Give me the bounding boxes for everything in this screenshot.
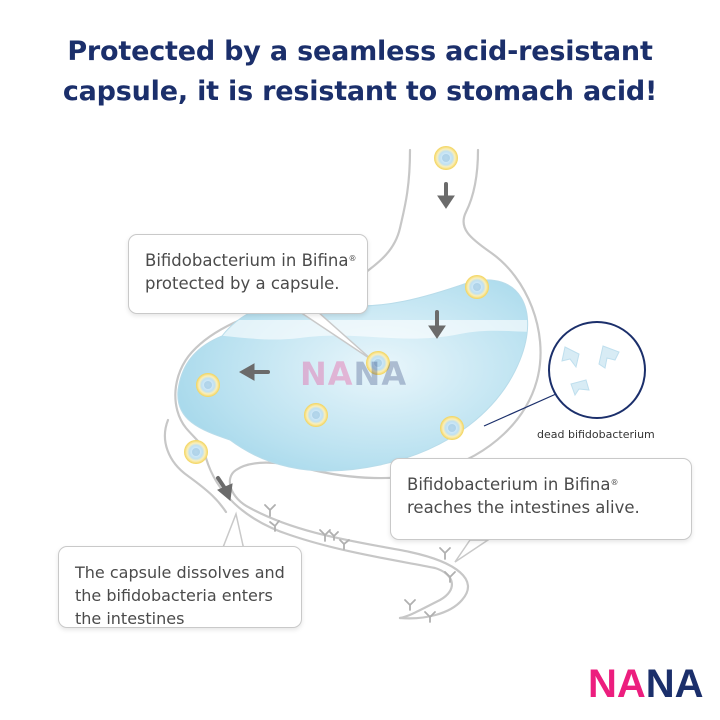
capsule-icon: [196, 373, 220, 397]
flow-arrows: [216, 182, 455, 501]
callout-capsule-protection: Bifidobacterium in Bifina® protected by …: [128, 234, 368, 314]
bacteria: [264, 504, 456, 623]
down-arrow-icon: [216, 476, 233, 501]
dead-bifidobacterium-label: dead bifidobacterium: [537, 428, 655, 441]
capsule-icon: [304, 403, 328, 427]
capsule-icon: [440, 416, 464, 440]
headline-line-2: capsule, it is resistant to stomach acid…: [62, 76, 658, 107]
capsule-icon: [184, 440, 208, 464]
bacteria-icon: [439, 547, 451, 560]
callout-pointers: [220, 311, 491, 563]
bacteria-icon: [424, 611, 436, 623]
down-arrow-icon: [428, 310, 446, 339]
bacteria-icon: [444, 571, 456, 583]
bacteria-icon: [269, 520, 280, 532]
brand-logo: NANA: [588, 662, 704, 706]
capsule-icon: [366, 351, 390, 375]
bacteria-icon: [319, 529, 331, 542]
bacteria-icon: [339, 539, 350, 550]
magnifier-circle-icon: [483, 321, 646, 427]
down-arrow-icon: [437, 182, 455, 209]
capsule-icon: [434, 146, 458, 170]
bacteria-icon: [329, 531, 339, 541]
headline: Protected by a seamless acid-resistant c…: [0, 32, 720, 112]
watermark: NANA: [300, 355, 408, 393]
bacteria-icon: [264, 504, 276, 517]
capsules: [184, 146, 489, 464]
headline-line-1: Protected by a seamless acid-resistant: [67, 36, 653, 67]
bacteria-icon: [404, 599, 416, 611]
left-arrow-icon: [238, 363, 270, 381]
callout-reaches-intestines: Bifidobacterium in Bifina® reaches the i…: [390, 458, 692, 540]
capsule-icon: [465, 275, 489, 299]
callout-capsule-dissolves: The capsule dissolves and the bifidobact…: [58, 546, 302, 628]
